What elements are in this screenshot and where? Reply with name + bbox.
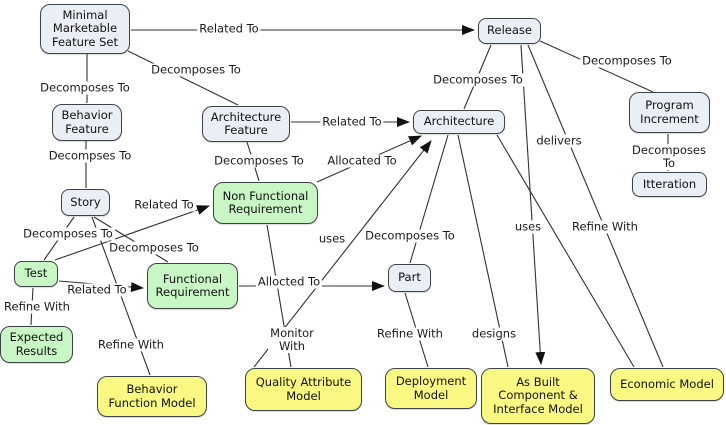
edge-label: Refine With (570, 219, 640, 234)
node-story[interactable]: Story (61, 189, 110, 216)
node-architecture[interactable]: Architecture (413, 110, 505, 134)
node-release[interactable]: Release (478, 18, 541, 44)
edge-label: designs (469, 326, 519, 341)
edge-label: Refine With (375, 326, 445, 341)
node-economic-model[interactable]: Economic Model (610, 368, 724, 401)
node-expected-results[interactable]: Expected Results (0, 326, 73, 363)
node-deployment-model[interactable]: Deployment Model (385, 368, 477, 409)
edge-label: uses (512, 219, 544, 234)
node-minimal-marketable-feature-set[interactable]: Minimal Marketable Feature Set (40, 4, 130, 54)
node-behavior-feature[interactable]: Behavior Feature (52, 104, 122, 141)
edge-label: Decomposes To (363, 228, 457, 243)
edge-label: Decomposes To (630, 143, 708, 170)
edge-label: Refine With (2, 299, 72, 314)
edge-label: Decomposes To (149, 62, 243, 77)
edge-line-architecture--part (409, 134, 449, 264)
edge-label: Decomposes To (107, 240, 201, 255)
edge-label: Related To (65, 282, 129, 297)
node-itteration[interactable]: Itteration (632, 172, 707, 197)
node-part[interactable]: Part (388, 264, 431, 292)
node-behavior-function-model[interactable]: Behavior Function Model (97, 376, 207, 417)
edge-label: Decomposes To (21, 226, 115, 241)
edge-label: Related To (320, 114, 384, 129)
edge-label: Decomposes To (431, 72, 525, 87)
edge-line-release--economic-model (527, 44, 664, 368)
edge-label: Decomposes To (38, 80, 132, 95)
edge-label: Decomposes To (212, 153, 306, 168)
edge-line-story--functional-requirement (93, 216, 169, 263)
node-functional-requirement[interactable]: Functional Requirement (147, 263, 238, 309)
node-quality-attribute-model[interactable]: Quality Attribute Model (245, 368, 362, 411)
node-program-increment[interactable]: Program Increment (629, 92, 710, 133)
edge-label: Decompses To (46, 148, 134, 163)
node-non-functional-requirement[interactable]: Non Functional Requirement (213, 182, 318, 224)
edge-label: Decomposes To (580, 53, 674, 68)
edge-label: Allocated To (325, 153, 399, 168)
edge-line-release--as-built-component-interface-model (520, 44, 546, 365)
edge-label: Allocted To (255, 274, 323, 289)
edge-label: Refine With (96, 337, 166, 352)
node-test[interactable]: Test (14, 261, 58, 287)
edge-label: delivers (534, 133, 584, 148)
edge-label: uses (316, 231, 348, 246)
edge-label: Related To (197, 21, 261, 36)
edge-label: Related To (132, 197, 196, 212)
node-as-built-component-interface-model[interactable]: As Built Component & Interface Model (481, 368, 595, 424)
edge-line-test--non-functional-requirement (54, 205, 210, 261)
edge-line-minimal-marketable-feature-set--architecture-feature (127, 50, 239, 106)
node-architecture-feature[interactable]: Architecture Feature (202, 106, 290, 142)
edge-line-architecture--economic-model (496, 134, 635, 368)
edge-label: Monitor With (268, 326, 316, 353)
